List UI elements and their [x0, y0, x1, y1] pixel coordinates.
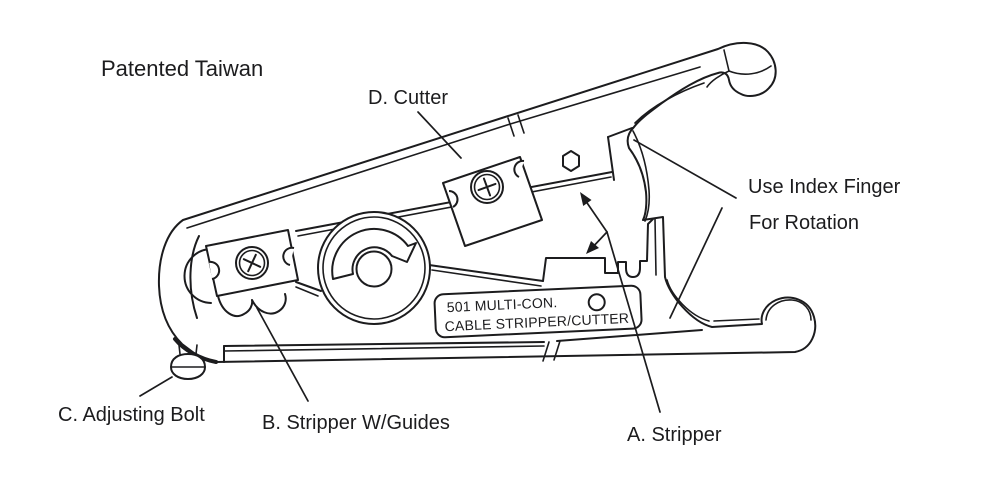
knob-inner-ring	[322, 216, 426, 320]
double-arrow-stripper	[580, 192, 608, 254]
hook-crease-2	[728, 65, 772, 75]
cutter-plate-notch-left	[448, 190, 459, 208]
rotation-note-line1: Use Index Finger	[748, 176, 901, 198]
cutter-blade-unit	[442, 156, 543, 247]
cutter-plate-notch-right	[513, 159, 525, 178]
grip-bar-tick-2	[553, 340, 561, 361]
label-hole	[587, 293, 606, 312]
bolt-stem-1	[178, 344, 181, 355]
arm-tick-1	[507, 117, 515, 137]
finger-rest-face-top	[607, 127, 633, 138]
callout-c-adjusting-bolt: C. Adjusting Bolt	[58, 404, 205, 426]
lower-hook-blob-inner	[765, 299, 812, 321]
leader-rotation-upper	[633, 139, 737, 199]
lower-hook-flat-inner	[713, 318, 760, 322]
callout-a-stripper: A. Stripper	[627, 424, 722, 446]
callout-b-stripper-guides: B. Stripper W/Guides	[262, 412, 450, 434]
stripper-plate-notch-left	[208, 260, 221, 280]
arm-hex-hole	[562, 150, 580, 172]
rotation-arrow-icon	[331, 227, 417, 280]
device-label-plate: 501 MULTI-CON. CABLE STRIPPER/CUTTER	[433, 284, 643, 339]
device-label-line1: 501 MULTI-CON.	[446, 294, 557, 315]
stripper-slot-profile	[542, 218, 654, 282]
grip-bar-tick-1	[542, 341, 550, 362]
grip-bar-top-right	[556, 329, 703, 342]
arm-underside-inner	[634, 82, 705, 124]
leader-stripper-guides	[256, 307, 309, 402]
rotation-knob	[317, 211, 431, 325]
hook-crease-1	[723, 49, 730, 72]
body-top-edge-left	[295, 281, 322, 292]
hook-crease-3	[706, 70, 730, 88]
arrowhead-icon	[580, 192, 592, 206]
arm-top-inner-line	[186, 66, 701, 229]
body-top-edge-left-2	[295, 286, 319, 297]
body-top-edge-right	[428, 264, 544, 282]
finger-rest-face-left	[607, 136, 615, 181]
arrowhead-icon	[586, 241, 599, 254]
arm-tick-2	[517, 114, 525, 134]
body-top-edge-right-2	[431, 269, 542, 287]
leader-rotation-lower	[669, 207, 723, 319]
phillips-screw-icon	[235, 246, 269, 280]
stripper-guides-wave	[217, 293, 287, 317]
callout-d-cutter: D. Cutter	[368, 87, 448, 109]
phillips-screw-icon	[470, 170, 504, 204]
adjusting-bolt	[170, 344, 206, 380]
patented-note: Patented Taiwan	[101, 56, 263, 81]
stripper-plate-notch-right	[282, 246, 295, 266]
grip-bar-top-left-2	[223, 345, 545, 352]
stripper-blade-unit	[205, 229, 299, 317]
knob-center-hub	[355, 250, 393, 288]
tool-illustration: 501 MULTI-CON. CABLE STRIPPER/CUTTER	[157, 42, 817, 380]
left-cap-inner-line	[189, 235, 200, 319]
callout-leaders	[139, 111, 737, 413]
right-section-inner-line	[654, 218, 657, 276]
leader-stripper-a	[606, 231, 661, 413]
left-cap-notch	[183, 247, 213, 304]
inner-curve-parallel	[632, 130, 651, 222]
rotation-note-line2: For Rotation	[749, 212, 859, 234]
leader-adjusting-bolt	[139, 376, 173, 397]
bolt-stem-2	[195, 344, 198, 355]
leader-cutter	[417, 111, 462, 159]
lower-hook-inner-curve	[666, 279, 710, 322]
